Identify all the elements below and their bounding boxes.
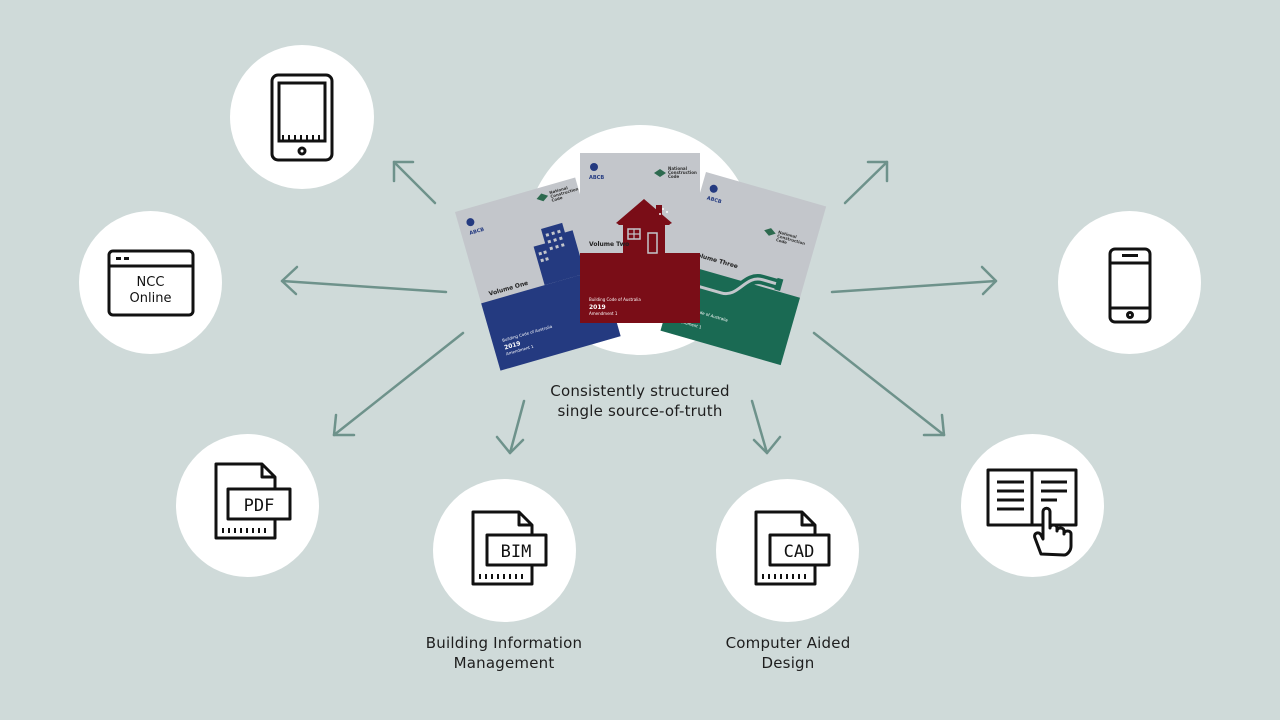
open-book-touch-icon xyxy=(986,468,1078,557)
pdf-circle: PDF xyxy=(176,434,319,577)
book2-year: 2019 xyxy=(589,304,606,311)
bim-circle: BIM xyxy=(433,479,576,622)
ncc-logo-icon xyxy=(764,228,776,236)
center-caption-line1: Consistently structured xyxy=(550,382,730,400)
bim-caption: Building Information Management xyxy=(404,633,604,673)
book3-brand-1: National xyxy=(778,229,798,239)
browser-window-icon xyxy=(107,249,195,317)
book1-year: 2019 xyxy=(503,340,521,351)
center-caption: Consistently structured single source-of… xyxy=(520,381,760,421)
book3-brand-3: Code xyxy=(775,237,787,245)
ncc-logo-icon xyxy=(654,169,666,177)
book-volume-two: ABCB National Construction Code Volume T… xyxy=(580,153,700,323)
cad-caption-line2: Design xyxy=(761,654,815,672)
arrow-to-mobile-up xyxy=(843,160,889,205)
cad-file-icon: CAD xyxy=(754,510,831,586)
ncc-online-circle: NCC Online xyxy=(79,211,222,354)
book2-publisher: ABCB xyxy=(589,175,604,181)
smartphone-circle xyxy=(1058,211,1201,354)
arrow-to-tablet xyxy=(392,160,437,205)
pdf-file-icon: PDF xyxy=(214,462,292,540)
cad-file-label: CAD xyxy=(784,542,815,562)
ebook-circle xyxy=(961,434,1104,577)
abcb-logo-icon xyxy=(590,163,598,171)
house-icon xyxy=(616,199,672,254)
pointing-hand-icon xyxy=(1033,506,1073,557)
book2-amendment: Amendment 1 xyxy=(589,311,618,316)
cad-caption-line1: Computer Aided xyxy=(725,634,851,652)
arrow-to-pdf xyxy=(332,331,465,437)
ncc-online-line1: NCC xyxy=(136,275,165,290)
bim-caption-line2: Management xyxy=(453,654,555,672)
center-caption-line2: single source-of-truth xyxy=(557,402,723,420)
ncc-online-line2: Online xyxy=(129,291,172,306)
book1-brand-1: National xyxy=(549,185,569,195)
arrow-to-interactive-book xyxy=(812,331,946,437)
book2-brand-2: Construction xyxy=(668,170,697,175)
book2-code-title: Building Code of Australia xyxy=(589,297,641,302)
book1-brand-3: Code xyxy=(551,195,563,203)
arrow-to-bim xyxy=(495,399,526,455)
abcb-logo-icon xyxy=(709,184,718,193)
tablet-circle xyxy=(230,45,374,189)
tablet-icon xyxy=(270,73,334,162)
book1-publisher: ABCB xyxy=(469,227,485,237)
arrow-to-smartphone xyxy=(830,265,998,296)
smartphone-icon xyxy=(1108,247,1152,324)
book2-brand-3: Code xyxy=(668,174,680,179)
bim-file-label: BIM xyxy=(501,542,532,562)
bim-file-icon: BIM xyxy=(471,510,548,586)
arrow-to-ncc-online xyxy=(280,265,448,296)
abcb-logo-icon xyxy=(466,218,475,227)
cad-caption: Computer Aided Design xyxy=(688,633,888,673)
ncc-logo-icon xyxy=(536,193,549,202)
book3-publisher: ABCB xyxy=(706,195,722,205)
cad-circle: CAD xyxy=(716,479,859,622)
book2-volume-title: Volume Two xyxy=(589,241,629,248)
arrow-to-cad xyxy=(750,399,782,455)
pdf-file-label: PDF xyxy=(244,496,275,516)
bim-caption-line1: Building Information xyxy=(425,634,583,652)
book2-brand-1: National xyxy=(668,166,688,171)
